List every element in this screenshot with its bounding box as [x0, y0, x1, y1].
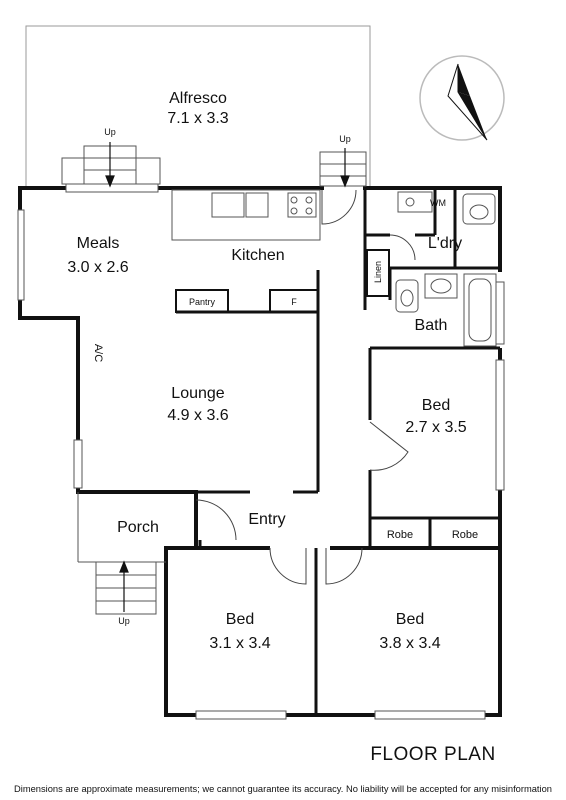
north-arrow-icon	[419, 55, 505, 141]
washing-machine-label: WM	[430, 198, 446, 208]
porch-up-label: Up	[118, 616, 130, 626]
windows	[17, 183, 505, 720]
bed-east-name: Bed	[422, 397, 450, 414]
entry-name: Entry	[248, 511, 285, 528]
porch-name: Porch	[117, 519, 159, 536]
kitchen-name: Kitchen	[231, 247, 284, 264]
up-arrows	[105, 142, 350, 612]
lounge-size: 4.9 x 3.6	[167, 407, 228, 424]
bed-east-size: 2.7 x 3.5	[405, 419, 466, 436]
bathroom-fixtures	[395, 273, 497, 347]
plan-title: FLOOR PLAN	[370, 744, 495, 765]
laundry-fixtures	[397, 191, 496, 225]
meals-size: 3.0 x 2.6	[67, 259, 128, 276]
meals-name: Meals	[77, 235, 120, 252]
porch-steps	[77, 492, 166, 615]
disclaimer: Dimensions are approximate measurements;…	[14, 784, 552, 795]
alfresco-size: 7.1 x 3.3	[167, 110, 228, 127]
laundry-name: L'dry	[428, 235, 462, 252]
bed-southwest-name: Bed	[226, 611, 254, 628]
robe-left-label: Robe	[387, 529, 413, 541]
alfresco-name: Alfresco	[169, 90, 227, 107]
bath-name: Bath	[415, 317, 448, 334]
lounge-name: Lounge	[171, 385, 224, 402]
linen-cupboard	[366, 249, 390, 297]
pantry-fridge	[175, 289, 319, 313]
linen-label: Linen	[373, 261, 383, 283]
bed-southeast-name: Bed	[396, 611, 424, 628]
ac-label: A/C	[92, 344, 104, 362]
kitchen-bench	[171, 189, 321, 241]
pantry-label: Pantry	[189, 297, 216, 307]
robe-right-label: Robe	[452, 529, 478, 541]
rear-up-label: Up	[339, 134, 351, 144]
alfresco-outline	[25, 25, 371, 188]
fridge-label: F	[291, 297, 297, 307]
alfresco-up-label: Up	[104, 127, 116, 137]
bed-southeast-size: 3.8 x 3.4	[379, 635, 440, 652]
door-swings	[195, 189, 416, 585]
bed-southwest-size: 3.1 x 3.4	[209, 635, 270, 652]
